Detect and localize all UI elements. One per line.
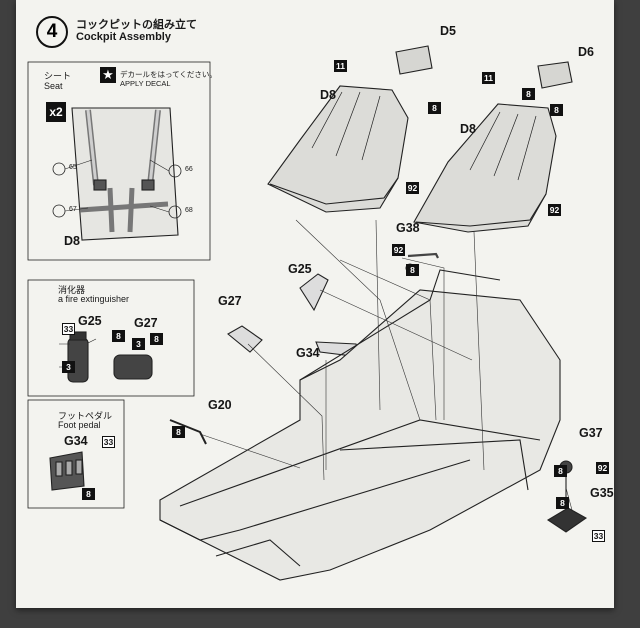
part-d8-left: D8 — [320, 88, 336, 102]
seat-title-en: Seat — [44, 81, 63, 91]
inset-part-g25: G25 — [78, 314, 102, 328]
color-box-3b: 3 — [132, 338, 145, 350]
part-d8-right: D8 — [460, 122, 476, 136]
color-box-8: 8 — [112, 330, 125, 342]
step-number: 4 — [36, 16, 68, 48]
decal-66: 66 — [185, 166, 193, 173]
color-box-92b: 92 — [548, 204, 561, 216]
part-g38: G38 — [396, 221, 420, 235]
star-icon: ★ — [100, 67, 116, 83]
color-box-3: 3 — [62, 361, 75, 373]
color-box-92d: 92 — [596, 462, 609, 474]
extinguisher-title-jp: 消化器 — [58, 285, 86, 295]
decal-67: 67 — [69, 206, 77, 213]
seat-title-jp: シート — [44, 71, 72, 81]
color-box-8c: 8 — [82, 488, 95, 500]
color-box-92a: 92 — [406, 182, 419, 194]
pedal-title-jp: フットペダル — [58, 411, 113, 421]
color-box-8j: 8 — [556, 497, 569, 509]
part-g34: G34 — [296, 346, 320, 360]
color-box-8i: 8 — [554, 465, 567, 477]
color-box-8b: 8 — [150, 333, 163, 345]
color-box-8d: 8 — [428, 102, 441, 114]
color-box-92c: 92 — [392, 244, 405, 256]
decal-note-en: APPLY DECAL — [120, 79, 171, 88]
color-box-33c: 33 — [102, 436, 115, 448]
color-box-8g: 8 — [406, 264, 419, 276]
color-box-8e: 8 — [522, 88, 535, 100]
step-title-en: Cockpit Assembly — [76, 31, 171, 43]
extinguisher-title-en: a fire extinguisher — [58, 294, 130, 304]
color-box-11a: 11 — [334, 60, 347, 72]
part-g37: G37 — [579, 426, 603, 440]
part-d5: D5 — [440, 24, 456, 38]
instruction-sheet: 4 コックピットの組み立て Cockpit Assembly シート Seat … — [16, 0, 614, 608]
pedal-title-en: Foot pedal — [58, 420, 101, 430]
quantity-badge: x2 — [46, 102, 66, 122]
part-g25: G25 — [288, 262, 312, 276]
decal-65: 65 — [69, 164, 77, 171]
color-box-11b: 11 — [482, 72, 495, 84]
color-box-8f: 8 — [550, 104, 563, 116]
step-title-jp: コックピットの組み立て — [76, 19, 197, 31]
cockpit-assembly-diagram — [27, 45, 588, 581]
color-box-33d: 33 — [592, 530, 605, 542]
color-box-33: 33 — [62, 323, 75, 335]
inset-part-g34: G34 — [64, 434, 88, 448]
color-box-8h: 8 — [172, 426, 185, 438]
part-d6: D6 — [578, 45, 594, 59]
part-g27: G27 — [218, 294, 242, 308]
inset-part-g27: G27 — [134, 316, 158, 330]
decal-68: 68 — [185, 207, 193, 214]
seat-part-label: D8 — [64, 234, 80, 248]
decal-note-jp: デカールをはってください。 — [120, 70, 217, 79]
part-g20: G20 — [208, 398, 232, 412]
part-g35: G35 — [590, 486, 614, 500]
